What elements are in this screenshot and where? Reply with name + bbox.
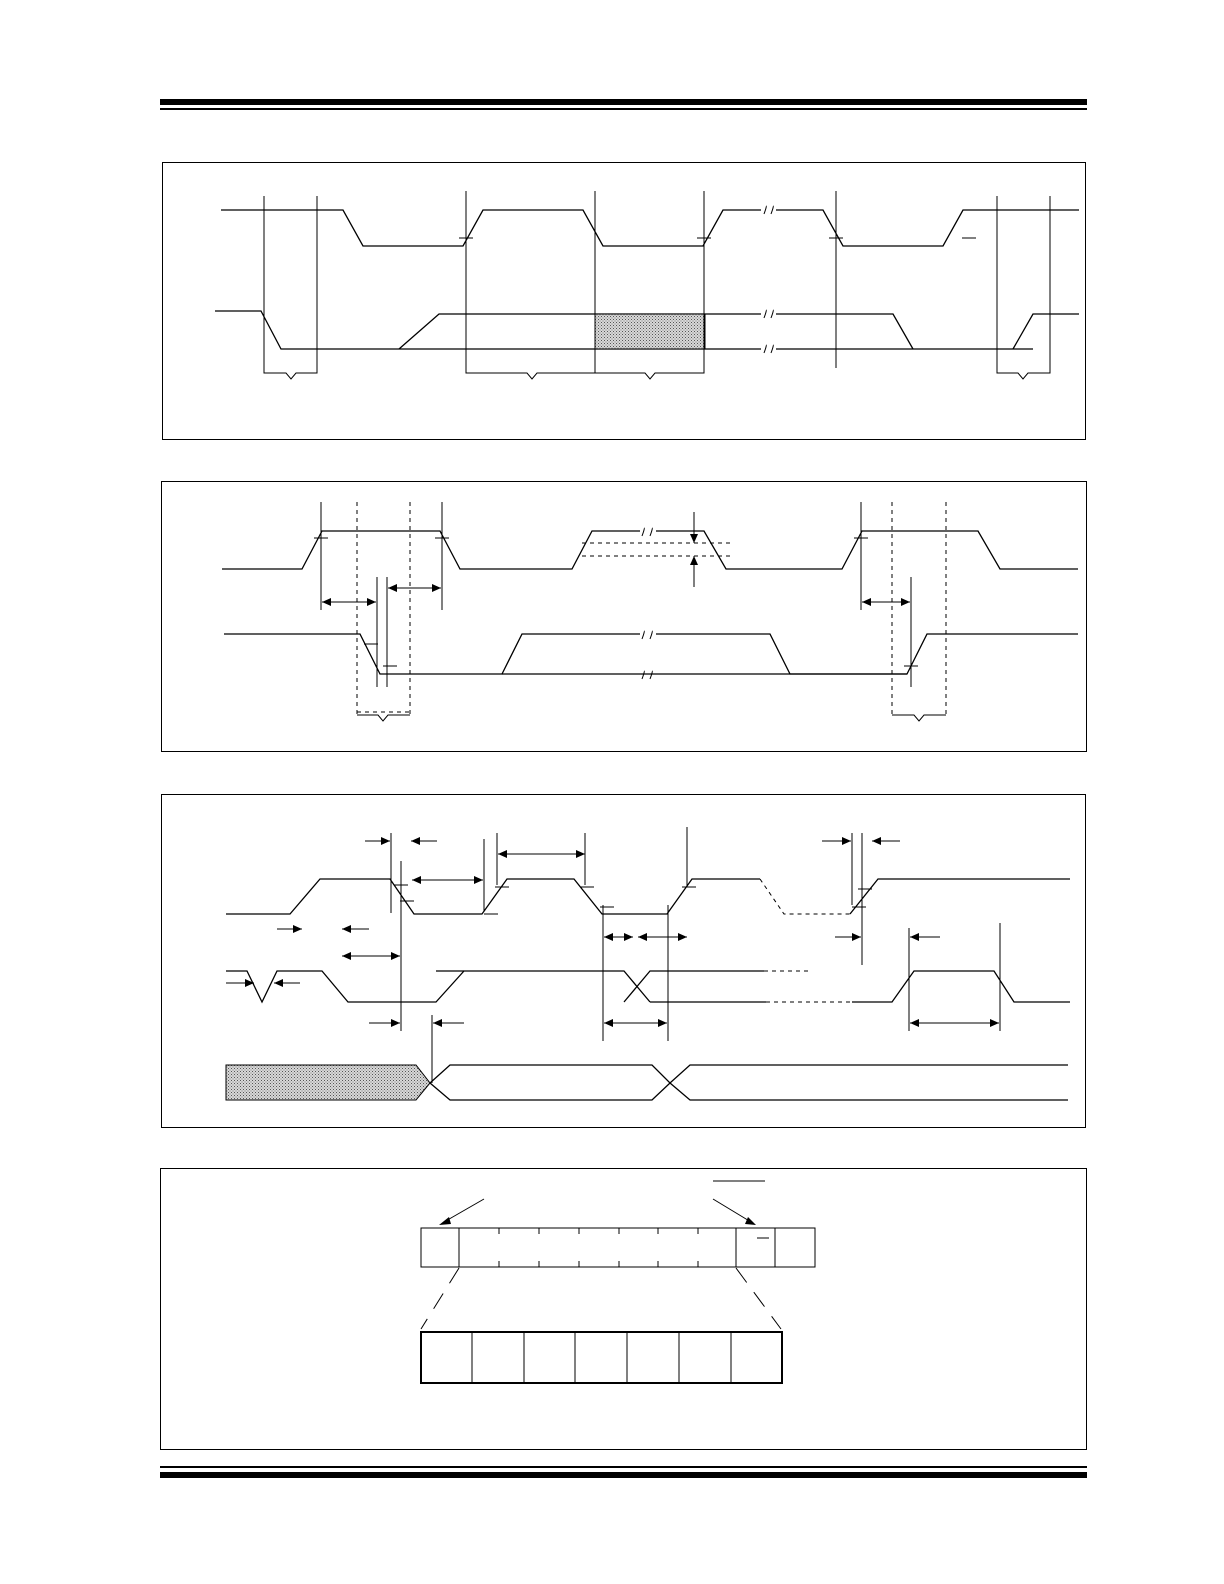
- figure-1-panel: [162, 162, 1086, 440]
- waveform-bottom-high2: [776, 313, 914, 350]
- waveform-top-dashed: [759, 878, 850, 915]
- waveform-top: [222, 530, 640, 570]
- brace-3: [594, 368, 705, 380]
- waveform-top: [221, 209, 761, 247]
- waveform-bottom-high: [398, 313, 761, 350]
- footer-rule-thick: [160, 1472, 1087, 1478]
- brace-4: [996, 368, 1051, 380]
- waveform-bottom-low: [215, 310, 399, 350]
- timing-diagram-2: [222, 502, 1078, 722]
- waveform-top-end: [849, 878, 1070, 915]
- break-mark: [641, 630, 653, 680]
- break-mark: [763, 309, 774, 354]
- register-diagram: [420, 1180, 816, 1384]
- brace-1: [357, 714, 410, 722]
- bus-b: [429, 1082, 1068, 1101]
- figure-3-panel: [161, 794, 1086, 1128]
- waveform-top-cont: [776, 209, 1079, 247]
- hatched-region: [594, 313, 706, 350]
- waveform-top: [226, 878, 760, 915]
- waveform-bottom-2: [656, 633, 1078, 675]
- figure-4-panel: [160, 1168, 1087, 1450]
- waveform-middle: [226, 970, 651, 1004]
- figure-2-panel: [161, 481, 1087, 752]
- timing-diagram-1: [215, 191, 1079, 380]
- waveform-top-2: [656, 530, 1078, 570]
- bus-a: [429, 1064, 1068, 1084]
- break-mark: [763, 205, 774, 215]
- break-mark: [641, 527, 653, 537]
- register-top: [420, 1227, 816, 1268]
- waveform-bottom: [224, 633, 640, 675]
- footer-rule-thin: [160, 1466, 1087, 1468]
- timing-diagram-3: [225, 827, 1070, 1101]
- header-rule-thick: [160, 99, 1087, 105]
- waveform-bottom-right: [1012, 313, 1079, 350]
- waveform-middle-b: [623, 970, 764, 1003]
- brace-2: [465, 368, 596, 380]
- brace-2: [892, 714, 946, 722]
- header-rule-thin: [160, 108, 1087, 110]
- bus-hatched: [225, 1064, 431, 1101]
- brace-1: [263, 368, 318, 380]
- waveform-middle-end: [852, 970, 1070, 1003]
- register-bottom: [420, 1331, 783, 1384]
